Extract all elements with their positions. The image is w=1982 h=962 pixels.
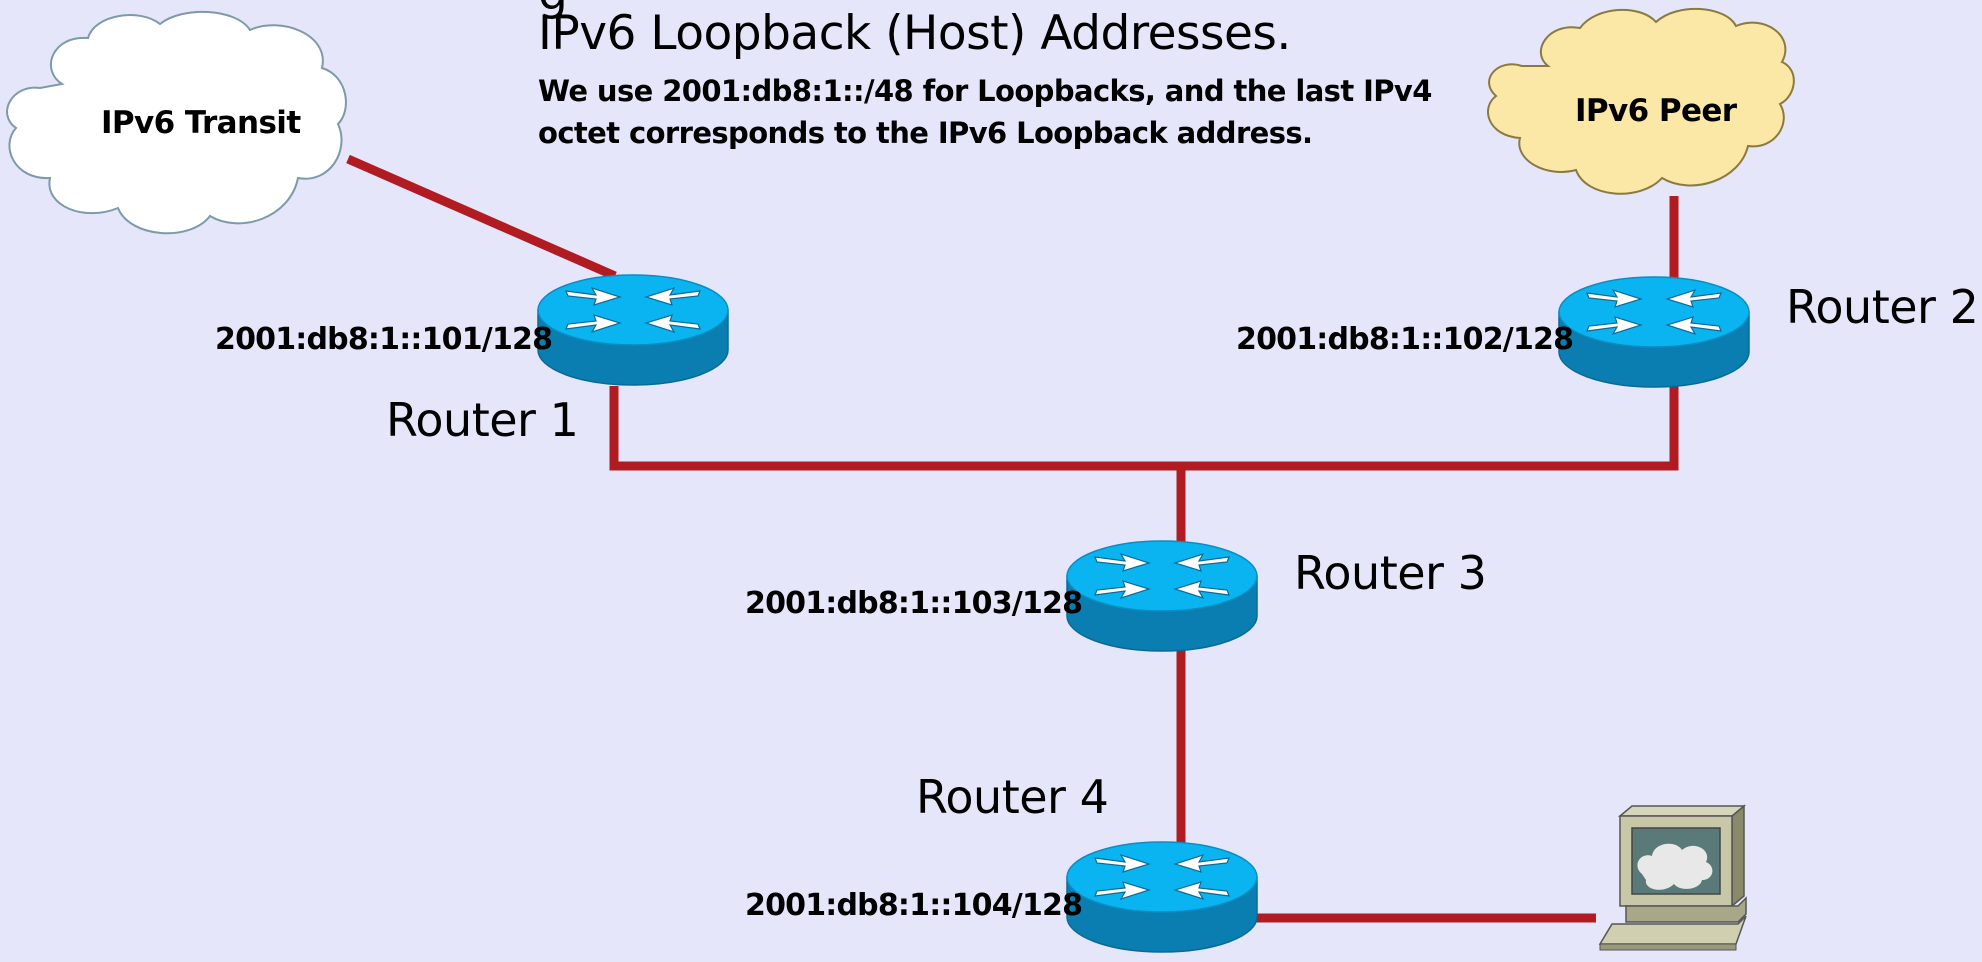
router-2-loopback: 2001:db8:1::102/128 [1236,322,1574,357]
router-3-loopback: 2001:db8:1::103/128 [745,586,1083,621]
router-4-name: Router 4 [916,770,1109,824]
router-1-name: Router 1 [386,393,579,447]
title-partial: g [538,0,568,21]
router-3-icon [1066,540,1258,652]
peer-cloud-label: IPv6 Peer [1575,93,1737,129]
router-1-loopback: 2001:db8:1::101/128 [215,322,553,357]
transit-cloud-label: IPv6 Transit [101,105,301,141]
router-4-loopback: 2001:db8:1::104/128 [745,888,1083,923]
router-1-icon [537,274,729,386]
diagram-subtitle-line-1: We use 2001:db8:1::/48 for Loopbacks, an… [538,74,1432,108]
peer-cloud-icon [1487,7,1795,195]
router-2-icon [1558,276,1750,388]
router-2-name: Router 2 [1786,280,1979,334]
transit-cloud-icon [6,10,347,235]
router-3-name: Router 3 [1294,546,1487,600]
link-transit-r1 [346,154,617,281]
workstation-icon [1598,804,1747,951]
link-r1-r2-bus [609,386,1679,471]
router-4-icon [1066,841,1258,953]
diagram-title: IPv6 Loopback (Host) Addresses. [538,6,1291,61]
diagram-subtitle-line-2: octet corresponds to the IPv6 Loopback a… [538,116,1313,150]
